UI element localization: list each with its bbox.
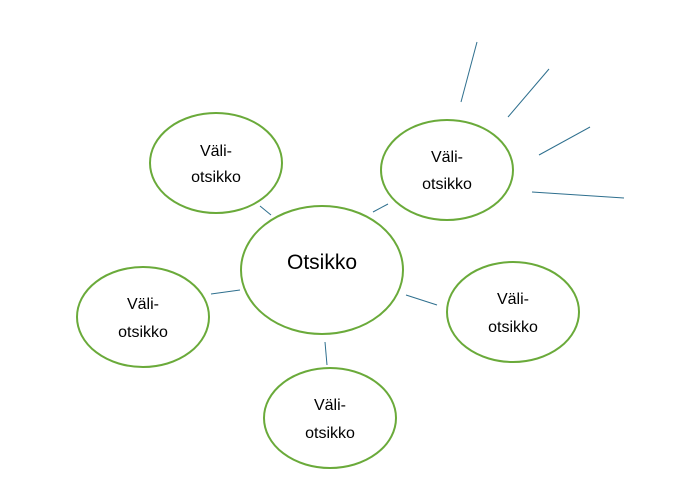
- center-ellipse: [240, 205, 404, 335]
- ray-2: [507, 68, 550, 118]
- subtopic-ellipse: [380, 119, 514, 221]
- subtopic-bottom: Väli- otsikko: [263, 367, 397, 469]
- connectors: [210, 203, 438, 366]
- subtopic-label-line1: Väli-: [127, 296, 159, 313]
- subtopic-label-line2: otsikko: [488, 319, 538, 336]
- subtopic-ellipse: [263, 367, 397, 469]
- center-label: Otsikko: [287, 251, 357, 274]
- subtopic-ellipse: [446, 261, 580, 363]
- subtopic-label-line1: Väli-: [431, 149, 463, 166]
- connector-right: [405, 294, 438, 306]
- connector-top-left: [259, 205, 272, 216]
- ray-4: [531, 191, 625, 199]
- connector-bottom: [324, 341, 328, 366]
- ray-1: [460, 41, 478, 103]
- subtopic-label-line1: Väli-: [314, 397, 346, 414]
- ray-3: [538, 126, 591, 156]
- subtopic-ellipse: [149, 112, 283, 214]
- subtopic-top-right: Väli- otsikko: [380, 119, 514, 221]
- subtopic-label-line1: Väli-: [497, 291, 529, 308]
- subtopic-label-line2: otsikko: [422, 176, 472, 193]
- subtopic-right: Väli- otsikko: [446, 261, 580, 363]
- subtopic-label-line2: otsikko: [305, 425, 355, 442]
- subtopic-label-line2: otsikko: [191, 169, 241, 186]
- connector-top-right: [372, 203, 389, 213]
- subtopic-label-line1: Väli-: [200, 143, 232, 160]
- subtopic-top-left: Väli- otsikko: [149, 112, 283, 214]
- center-topic: Otsikko: [240, 205, 404, 335]
- connector-left: [210, 289, 241, 295]
- subtopic-left: Väli- otsikko: [76, 266, 210, 368]
- subtopic-ellipse: [76, 266, 210, 368]
- decorative-rays: [460, 41, 625, 199]
- subtopic-label-line2: otsikko: [118, 324, 168, 341]
